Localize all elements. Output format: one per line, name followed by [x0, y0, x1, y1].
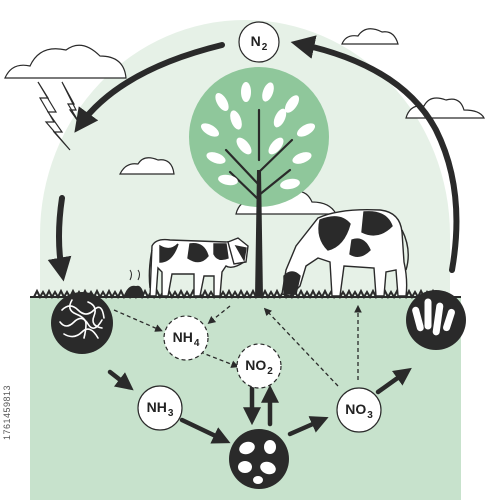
ammonia-circle [137, 385, 183, 431]
dashed-arrows [113, 304, 362, 387]
nitrite-base: NO [245, 357, 267, 373]
nitrate-sub: 3 [367, 410, 373, 421]
ammonia-label: NH3 [138, 399, 182, 419]
nitrogen-base: N [250, 33, 261, 49]
grass-line [30, 288, 461, 300]
cow-icon [281, 208, 409, 297]
nitrate-circle [336, 387, 382, 433]
nitrogen-label: N2 [239, 33, 279, 53]
worms-icon [51, 292, 113, 354]
tree-icon [189, 67, 329, 297]
ammonium-sub: 4 [193, 338, 200, 349]
nitrate-label: NO3 [337, 401, 381, 421]
cycle-arrows [47, 35, 460, 282]
ammonia-sub: 3 [167, 408, 174, 419]
flow-arrows [107, 367, 412, 444]
ammonia-base: NH [146, 399, 167, 415]
nitrite-circle [236, 343, 282, 389]
cow-icon [148, 237, 249, 297]
nitrite-sub: 2 [267, 366, 273, 377]
dung-icon [124, 285, 144, 296]
nitrogen-circle [238, 21, 280, 63]
ammonium-label: NH4 [164, 329, 208, 349]
nitrate-base: NO [345, 401, 367, 417]
cloud-icon [4, 44, 127, 79]
nitrite-label: NO2 [237, 357, 281, 377]
nitrogen-sub: 2 [261, 42, 268, 53]
stock-id-watermark: 1761459813 [2, 384, 12, 440]
bacteria-icon [229, 429, 289, 489]
root-bacteria-icon [406, 290, 466, 350]
cloud-icon [341, 28, 399, 45]
ammonium-base: NH [172, 329, 193, 345]
cloud-icon [119, 157, 175, 175]
ammonium-circle [163, 315, 209, 361]
